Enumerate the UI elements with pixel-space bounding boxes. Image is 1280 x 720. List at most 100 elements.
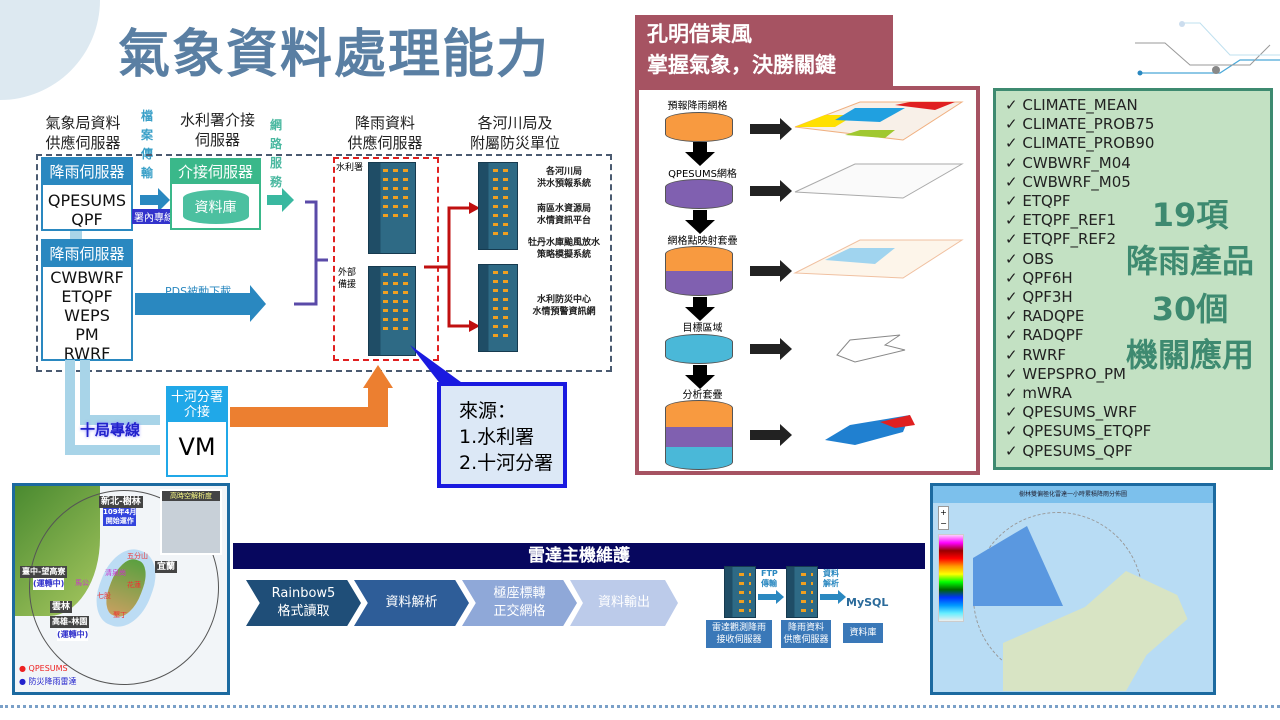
callout-pointer — [410, 345, 465, 390]
rain-server-qpesums: 降雨伺服器 QPESUMS QPF — [41, 157, 133, 231]
product-item: ✓ ETQPF — [1005, 192, 1071, 211]
radar-network-map: 高時空解析度 新北-樹林 109年4月 開始運作 宜蘭 臺中-望高寮 (運轉中)… — [12, 483, 230, 695]
product-item: ✓ RADQPF — [1005, 326, 1084, 345]
target-mudan-reservoir: 牡丹水庫颱風放水 策略模擬系統 — [527, 238, 600, 260]
server-rack-icon — [478, 264, 518, 352]
product-item: ✓ QPESUMS_WRF — [1005, 403, 1138, 422]
mysql-logo: MySQL — [846, 596, 889, 609]
flow-arrows — [135, 188, 328, 322]
map-label: 五分山 — [127, 552, 148, 560]
red-arrows — [424, 202, 480, 332]
kongming-panel — [635, 86, 980, 475]
step-parse: 資料解析 — [354, 580, 469, 626]
step-label: 分析套疊 — [682, 390, 723, 401]
product-item: ✓ OBS — [1005, 249, 1054, 268]
kongming-title: 孔明借東風 掌握氣象，決勝關鍵 — [635, 15, 893, 87]
map-title: 樹林雙偏極化雷達一小時累積降雨分佈圖 — [933, 486, 1213, 503]
product-item: ✓ QPESUMS_QPF — [1005, 441, 1133, 460]
cylinder-overlay-icon — [665, 246, 733, 296]
map-label: (運轉中) — [33, 578, 65, 590]
header-rain-supply-server: 降雨資料 供應伺服器 — [347, 114, 423, 152]
cylinder-target-icon — [665, 334, 733, 364]
connector — [70, 231, 82, 239]
zoom-in-button[interactable]: + — [940, 508, 947, 517]
radar-maintenance-banner: 雷達主機維護 — [233, 543, 925, 569]
map-label: (運轉中) — [57, 629, 89, 641]
product-item: ✓ RWRF — [1005, 345, 1067, 364]
product-item: ✓ QPESUMS_ETQPF — [1005, 422, 1152, 441]
radar-range-circle — [29, 490, 219, 685]
agency-count: 30個 — [1151, 290, 1229, 328]
target-disaster-center: 水利防災中心 水情預警資訊網 — [532, 295, 596, 317]
footer-divider — [0, 705, 1280, 708]
process-arrows-and-grids — [685, 101, 964, 446]
product-item: ✓ CLIMATE_MEAN — [1005, 96, 1138, 114]
header-cwb-server: 氣象局資料 供應伺服器 — [45, 114, 121, 152]
rack-label-wra: 水利署 — [336, 163, 364, 173]
interface-server: 介接伺服器 資料庫 — [170, 158, 261, 230]
step-output: 資料輸出 — [570, 580, 678, 626]
parse-label: 資料 解析 — [823, 569, 839, 588]
system-boundary — [36, 154, 612, 372]
server-items: CWBWRF ETQPF WEPS PM RWRF — [50, 268, 124, 363]
product-item: ✓ CWBWRF_M05 — [1005, 172, 1131, 191]
map-label: 新北-樹林 — [99, 496, 143, 508]
product-item: ✓ ETQPF_REF1 — [1005, 211, 1117, 230]
map-label: 七股 — [97, 592, 111, 600]
interface-head: 介接伺服器 — [172, 160, 259, 184]
cylinder-forecast-icon — [665, 112, 733, 142]
target-river-flood: 各河川局 洪水預報系統 — [536, 167, 591, 189]
server-rack-icon — [478, 162, 518, 250]
map-label: 馬公 — [75, 579, 89, 587]
cylinder-qpesums-icon — [665, 179, 733, 209]
map-label: 雲林 — [50, 601, 73, 613]
rain-supply-server: 降雨資料 供應伺服器 — [781, 620, 831, 648]
server-rack-icon — [786, 566, 818, 618]
step-label: QPESUMS網格 — [668, 169, 737, 180]
product-list: ✓ CLIMATE_MEAN ✓ CLIMATE_PROB75 ✓ CLIMAT… — [1005, 96, 1154, 461]
corner-decoration — [0, 0, 100, 100]
circuit-decoration — [1135, 21, 1280, 76]
radar-receive-server: 雷達觀測降雨 接收伺服器 — [706, 620, 772, 648]
zoom-out-button[interactable]: − — [940, 519, 947, 528]
database-box: 資料庫 — [843, 623, 883, 643]
label-file-transfer: 檔案傳輸 — [141, 109, 154, 180]
header-river-units: 各河川局及 附屬防災單位 — [469, 114, 560, 152]
page-title: 氣象資料處理能力 — [118, 25, 551, 85]
inner-line-label: 署內專線 — [132, 209, 176, 224]
product-item: ✓ mWRA — [1005, 384, 1072, 403]
product-item: ✓ RADQPE — [1005, 307, 1085, 326]
zoom-control[interactable]: +− — [938, 506, 949, 530]
product-count: 19項 — [1151, 196, 1229, 234]
rain-server-models: 降雨伺服器 CWBWRF ETQPF WEPS PM RWRF — [41, 239, 133, 363]
step-label: 預報降雨網格 — [667, 101, 728, 112]
legend-qpesums: ● QPESUMS — [19, 664, 68, 673]
transfer-arrows — [758, 590, 846, 604]
step-polar-transform: 極座標轉 正交網格 — [462, 580, 577, 626]
product-item: ✓ CLIMATE_PROB90 — [1005, 134, 1155, 153]
target-south-water: 南區水資源局 水情資訊平台 — [536, 204, 591, 226]
ftp-label: FTP 傳輸 — [761, 569, 778, 588]
server-rack-icon — [368, 266, 416, 356]
supply-server-group — [333, 157, 439, 361]
product-item: ✓ CWBWRF_M04 — [1005, 153, 1131, 172]
label-network-service: 網路服務 — [270, 118, 283, 189]
vm-box: 十河分署 介接 VM — [166, 386, 228, 477]
inset-title: 高時空解析度 — [162, 491, 220, 501]
server-head: 降雨伺服器 — [43, 241, 131, 267]
vm-label: VM — [178, 433, 216, 461]
server-items: QPESUMS QPF — [47, 191, 127, 229]
map-label: 109年4月 開始運作 — [103, 508, 137, 526]
vm-arrows — [65, 360, 393, 455]
agency-label: 機關應用 — [1125, 336, 1254, 374]
ten-office-line-label: 十局專線 — [80, 421, 141, 439]
rack-label-backup: 外部 備援 — [338, 268, 357, 290]
cylinder-analysis-icon — [665, 400, 733, 470]
product-item: ✓ ETQPF_REF2 — [1005, 230, 1117, 249]
server-rack-icon — [368, 162, 416, 254]
map-label: 墾丁 — [113, 611, 127, 619]
map-label: 清泉崗 — [105, 569, 126, 577]
step-label: 目標區域 — [682, 323, 723, 334]
header-wra-interface: 水利署介接 伺服器 — [179, 111, 255, 149]
database-icon: 資料庫 — [182, 190, 249, 224]
